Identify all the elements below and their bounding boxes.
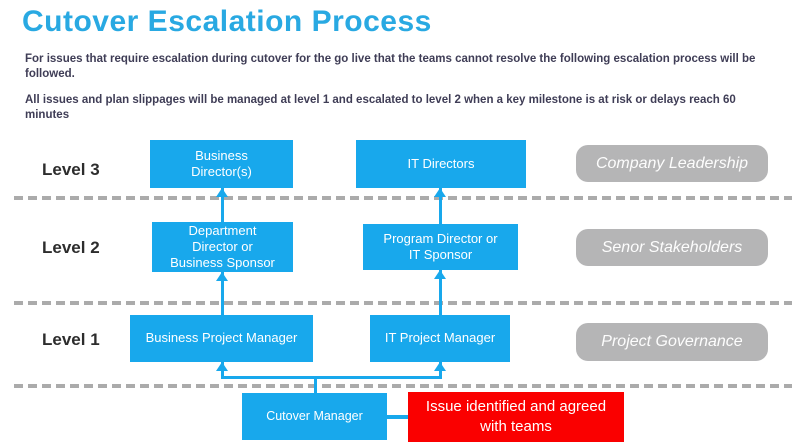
department-director-box: Department Director or Business Sponsor: [152, 222, 293, 272]
cutover-manager-box: Cutover Manager: [242, 393, 387, 440]
business-directors-box: Business Director(s): [150, 140, 293, 188]
connector-bpm-to-dept-director: [221, 272, 224, 315]
intro-paragraph-1: For issues that require escalation durin…: [25, 53, 756, 80]
connector-program-to-it-directors: [439, 188, 442, 224]
issue-identified-box: Issue identified and agreed with teams: [408, 392, 624, 442]
project-governance-badge: Project Governance: [576, 323, 768, 361]
level-2-label: Level 2: [42, 238, 100, 257]
arrow-up-icon: [216, 272, 228, 281]
connector-cutover-crossbar: [221, 376, 442, 379]
connector-cutover-stem: [314, 377, 317, 393]
company-leadership-badge: Company Leadership: [576, 145, 768, 182]
connector-cutover-to-issue: [387, 415, 408, 419]
arrow-up-icon: [434, 270, 446, 279]
it-directors-box: IT Directors: [356, 140, 526, 188]
arrow-up-icon: [216, 188, 228, 197]
business-project-manager-box: Business Project Manager: [130, 315, 313, 362]
level-3-label: Level 3: [42, 160, 100, 179]
connector-dept-to-business-director: [221, 188, 224, 222]
senior-stakeholders-badge: Senor Stakeholders: [576, 229, 768, 266]
divider-level2-level1: [14, 301, 792, 305]
divider-level1-bottom: [14, 384, 792, 388]
page-title: Cutover Escalation Process: [22, 5, 432, 38]
program-director-box: Program Director or IT Sponsor: [363, 224, 518, 270]
level-1-label: Level 1: [42, 330, 100, 349]
divider-level3-level2: [14, 196, 792, 200]
arrow-up-icon: [434, 362, 446, 371]
arrow-up-icon: [216, 362, 228, 371]
intro-paragraph-2: All issues and plan slippages will be ma…: [25, 94, 736, 121]
arrow-up-icon: [434, 188, 446, 197]
it-project-manager-box: IT Project Manager: [370, 315, 510, 362]
connector-itpm-to-program-director: [439, 270, 442, 315]
